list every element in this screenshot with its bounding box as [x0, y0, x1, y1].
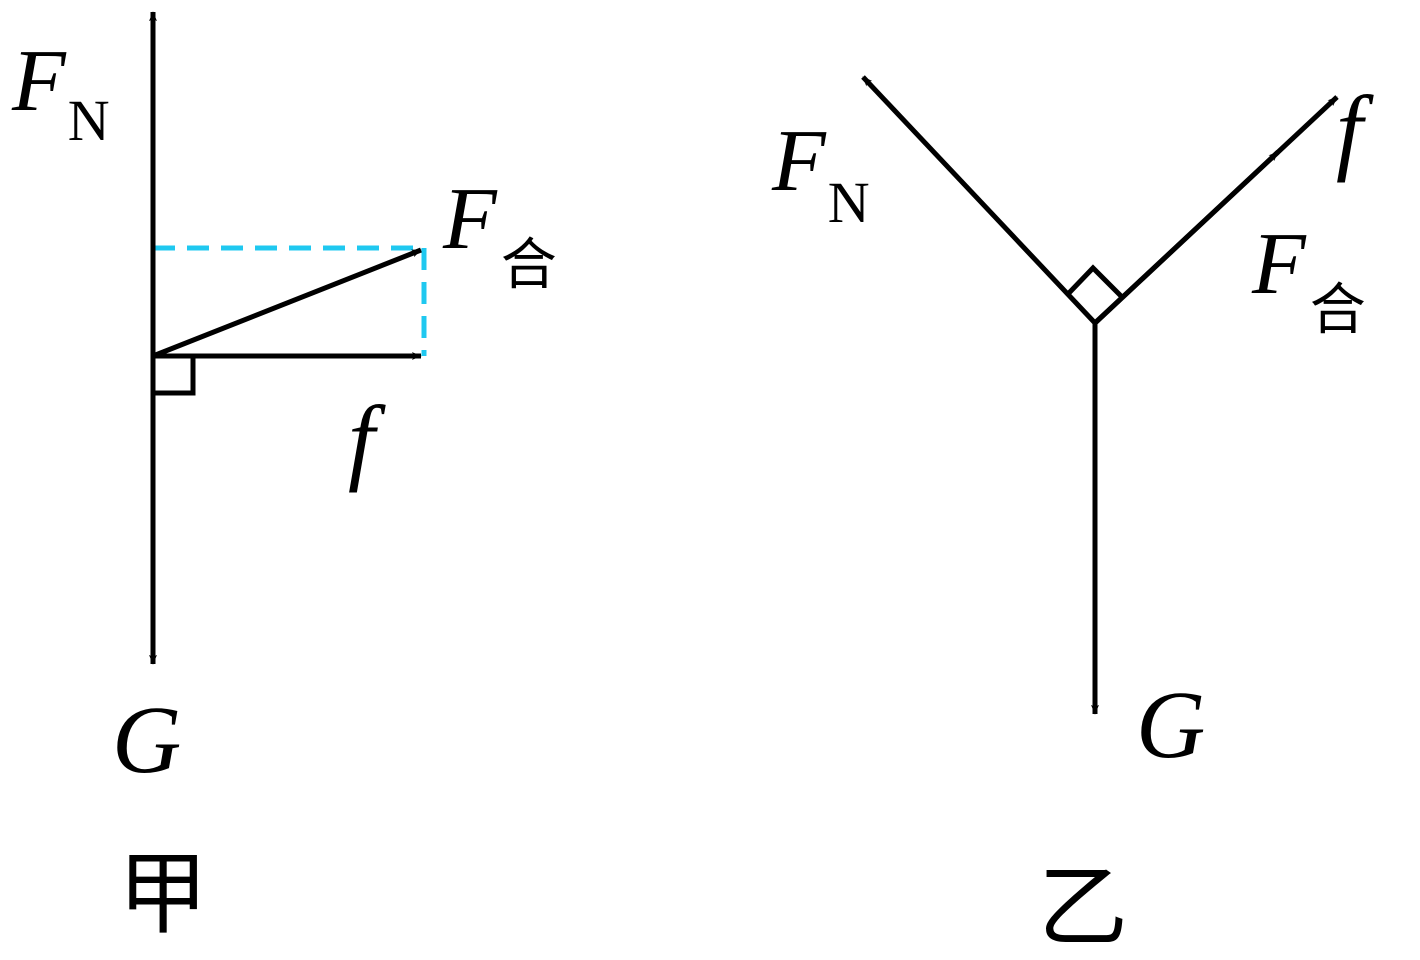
panel-caption-yi: 乙 [1038, 855, 1128, 955]
panel-jia: FN F合 f G 甲 [11, 11, 557, 947]
right-angle-marker [153, 356, 196, 396]
f-label: f [1336, 76, 1374, 183]
panel-caption-jia: 甲 [118, 842, 208, 947]
fhe-arrow [1093, 150, 1280, 325]
dashed-guides [153, 245, 427, 356]
g-label: G [112, 686, 181, 793]
fhe-label: F合 [442, 171, 557, 297]
fhe-label: F合 [1251, 216, 1366, 342]
right-angle-marker [1066, 264, 1123, 298]
f-label: f [348, 386, 386, 493]
panel-yi: FN f F合 G 乙 [771, 75, 1374, 960]
fn-label: FN [771, 113, 870, 235]
fhe-arrow [152, 247, 422, 359]
fn-arrow [861, 75, 1097, 325]
g-label: G [1136, 671, 1205, 778]
fn-label: FN [11, 33, 110, 153]
